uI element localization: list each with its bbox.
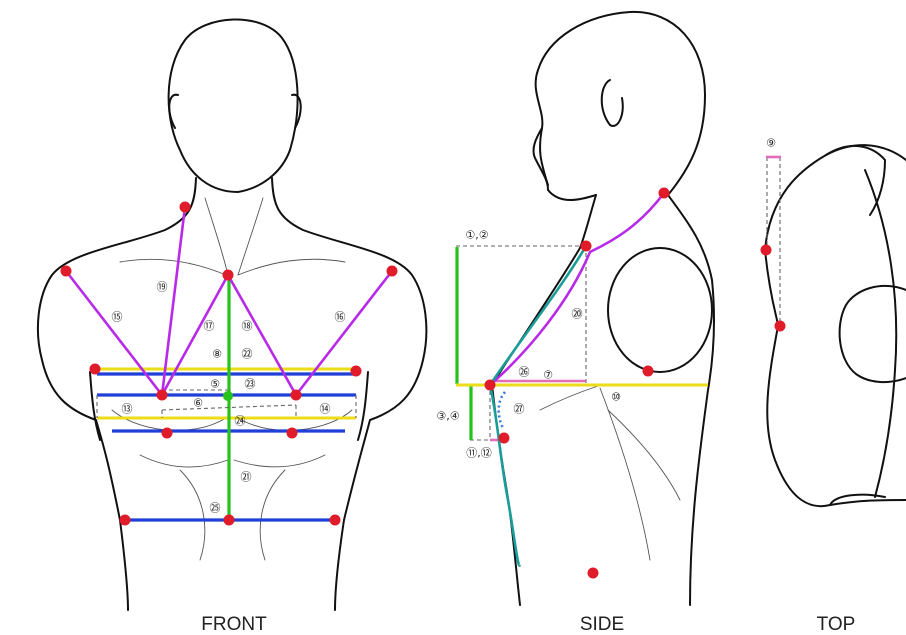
front-purple-19	[162, 207, 185, 395]
side-view: ①,② ⑳ ㉖ ⑦ ⑩ ③,④ ㉗ ⑪,⑫ SIDE	[436, 12, 714, 635]
front-dot-waist-l	[120, 515, 131, 526]
marker-13: ⑬	[122, 403, 133, 416]
side-dot-neck	[659, 188, 670, 199]
marker-19: ⑲	[157, 281, 168, 294]
front-view: ⑲ ⑮ ⑰ ⑱ ⑯ ⑧ ㉒ ⑤ ㉓ ⑥ ⑬ ⑭ ㉔ ㉑ ㉕ FRONT	[38, 19, 426, 635]
front-neck-muscle-l	[205, 198, 228, 275]
side-torso-detail	[600, 388, 650, 560]
side-view-label: SIDE	[580, 614, 624, 635]
marker-3-4: ③,④	[436, 410, 459, 423]
marker-21: ㉑	[241, 471, 252, 484]
front-abs-l	[180, 470, 205, 560]
top-view: ⑨ TOP	[761, 137, 906, 635]
front-dot-shoulder-l	[61, 266, 72, 277]
side-back-detail	[608, 410, 680, 500]
front-dot-armpit-r	[351, 366, 362, 377]
marker-20: ⑳	[572, 308, 583, 321]
side-dot-armpit	[643, 366, 654, 377]
marker-5: ⑤	[210, 378, 220, 391]
front-neck-muscle-r	[238, 198, 263, 275]
front-dot-bp-l	[157, 390, 168, 401]
marker-15: ⑮	[112, 311, 123, 324]
marker-24: ㉔	[235, 415, 246, 428]
marker-10: ⑩	[611, 391, 621, 404]
marker-16: ⑯	[335, 311, 346, 324]
side-purple-20	[490, 193, 664, 385]
marker-8: ⑧	[212, 348, 222, 361]
top-inner-curve	[865, 170, 896, 497]
marker-18: ⑱	[242, 320, 253, 333]
front-dot-waist-r	[330, 515, 341, 526]
side-dot-bp	[485, 380, 496, 391]
front-rib-r	[234, 455, 325, 467]
marker-6: ⑥	[193, 397, 203, 410]
marker-26: ㉖	[519, 366, 530, 379]
front-clavicle-r	[238, 259, 345, 275]
front-pec-r	[238, 410, 352, 430]
front-dot-waist-c	[224, 515, 235, 526]
marker-9: ⑨	[766, 137, 776, 150]
marker-22: ㉒	[242, 348, 253, 361]
side-back-outline	[668, 195, 714, 605]
top-dot-under	[775, 321, 786, 332]
marker-7: ⑦	[543, 369, 553, 382]
front-purple-18	[228, 275, 296, 395]
side-arm-circle	[608, 248, 712, 372]
top-view-label: TOP	[817, 614, 856, 635]
side-dot-front-neck	[581, 241, 592, 252]
side-dot-waist	[588, 568, 599, 579]
side-head-outline	[536, 12, 705, 195]
front-abs-r	[260, 470, 285, 560]
front-dot-under-l	[162, 428, 173, 439]
marker-1-2: ①,②	[465, 229, 488, 242]
front-view-label: FRONT	[201, 614, 267, 635]
front-dot-bp-r	[291, 390, 302, 401]
marker-17: ⑰	[204, 320, 215, 333]
marker-14: ⑭	[320, 403, 331, 416]
side-chest-detail	[540, 386, 598, 410]
front-purple-15	[66, 271, 162, 395]
side-teal-line	[490, 246, 586, 566]
top-shoulder-curve	[826, 146, 885, 215]
front-dot-sternum	[223, 270, 234, 281]
marker-23: ㉓	[245, 378, 256, 391]
front-dot-under-r	[287, 428, 298, 439]
front-dot-neck	[180, 202, 191, 213]
top-dot-chest	[761, 245, 772, 256]
front-purple-16	[296, 271, 392, 395]
marker-25: ㉕	[210, 502, 221, 515]
side-ear	[602, 80, 623, 126]
front-head-outline	[169, 19, 298, 192]
marker-11-12: ⑪,⑫	[466, 447, 492, 460]
front-dot-shoulder-r	[387, 266, 398, 277]
side-blue-dotted	[499, 392, 505, 428]
side-dot-under	[499, 433, 510, 444]
marker-27: ㉗	[514, 403, 525, 416]
front-dot-center	[223, 391, 233, 401]
front-clavicle-l	[120, 259, 226, 275]
front-dot-armpit-l	[90, 364, 101, 375]
front-rib-l	[140, 455, 228, 467]
